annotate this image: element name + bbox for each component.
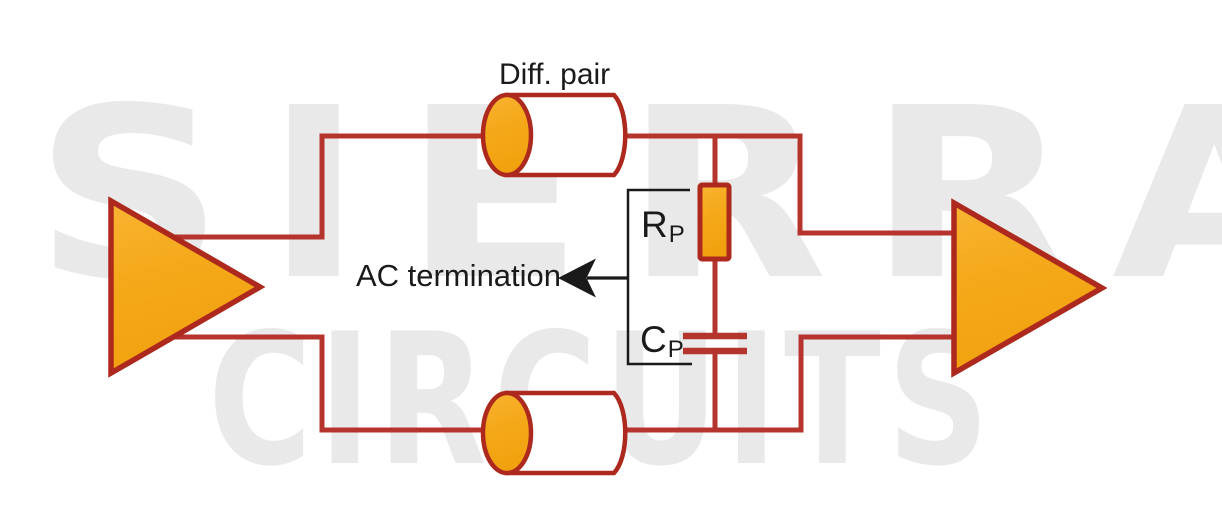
cylinder-body-top [504,92,628,178]
capacitor-subscript: P [667,336,684,363]
resistor-body [697,182,732,262]
wire-bottom-left [173,334,486,433]
capacitor [683,332,747,355]
capacitor-symbol: C [640,319,667,360]
components [108,92,1108,476]
cylinder-body-bottom [504,390,628,476]
receiver-triangle-right [951,198,1108,378]
wire-top-left [173,133,486,240]
transmission-line-bottom [480,390,628,476]
resistor-symbol: R [641,204,668,245]
wire-bottom-right [620,334,956,433]
transmission-line-top [480,92,628,178]
cylinder-end-cap-bottom [480,390,534,476]
wire-top-right [620,133,956,236]
resistor-subscript: P [668,221,685,248]
diff-pair-label: Diff. pair [499,58,611,91]
driver-triangle-left [108,196,266,378]
ac-termination-arrowhead-icon [558,258,596,298]
resistor-label: RP [641,204,685,247]
cylinder-end-cap-top [480,92,534,178]
annotation [558,188,692,366]
wires [173,133,956,433]
ac-termination-label: AC termination [356,258,562,293]
termination-bracket [626,188,692,366]
capacitor-label: CP [640,319,684,362]
